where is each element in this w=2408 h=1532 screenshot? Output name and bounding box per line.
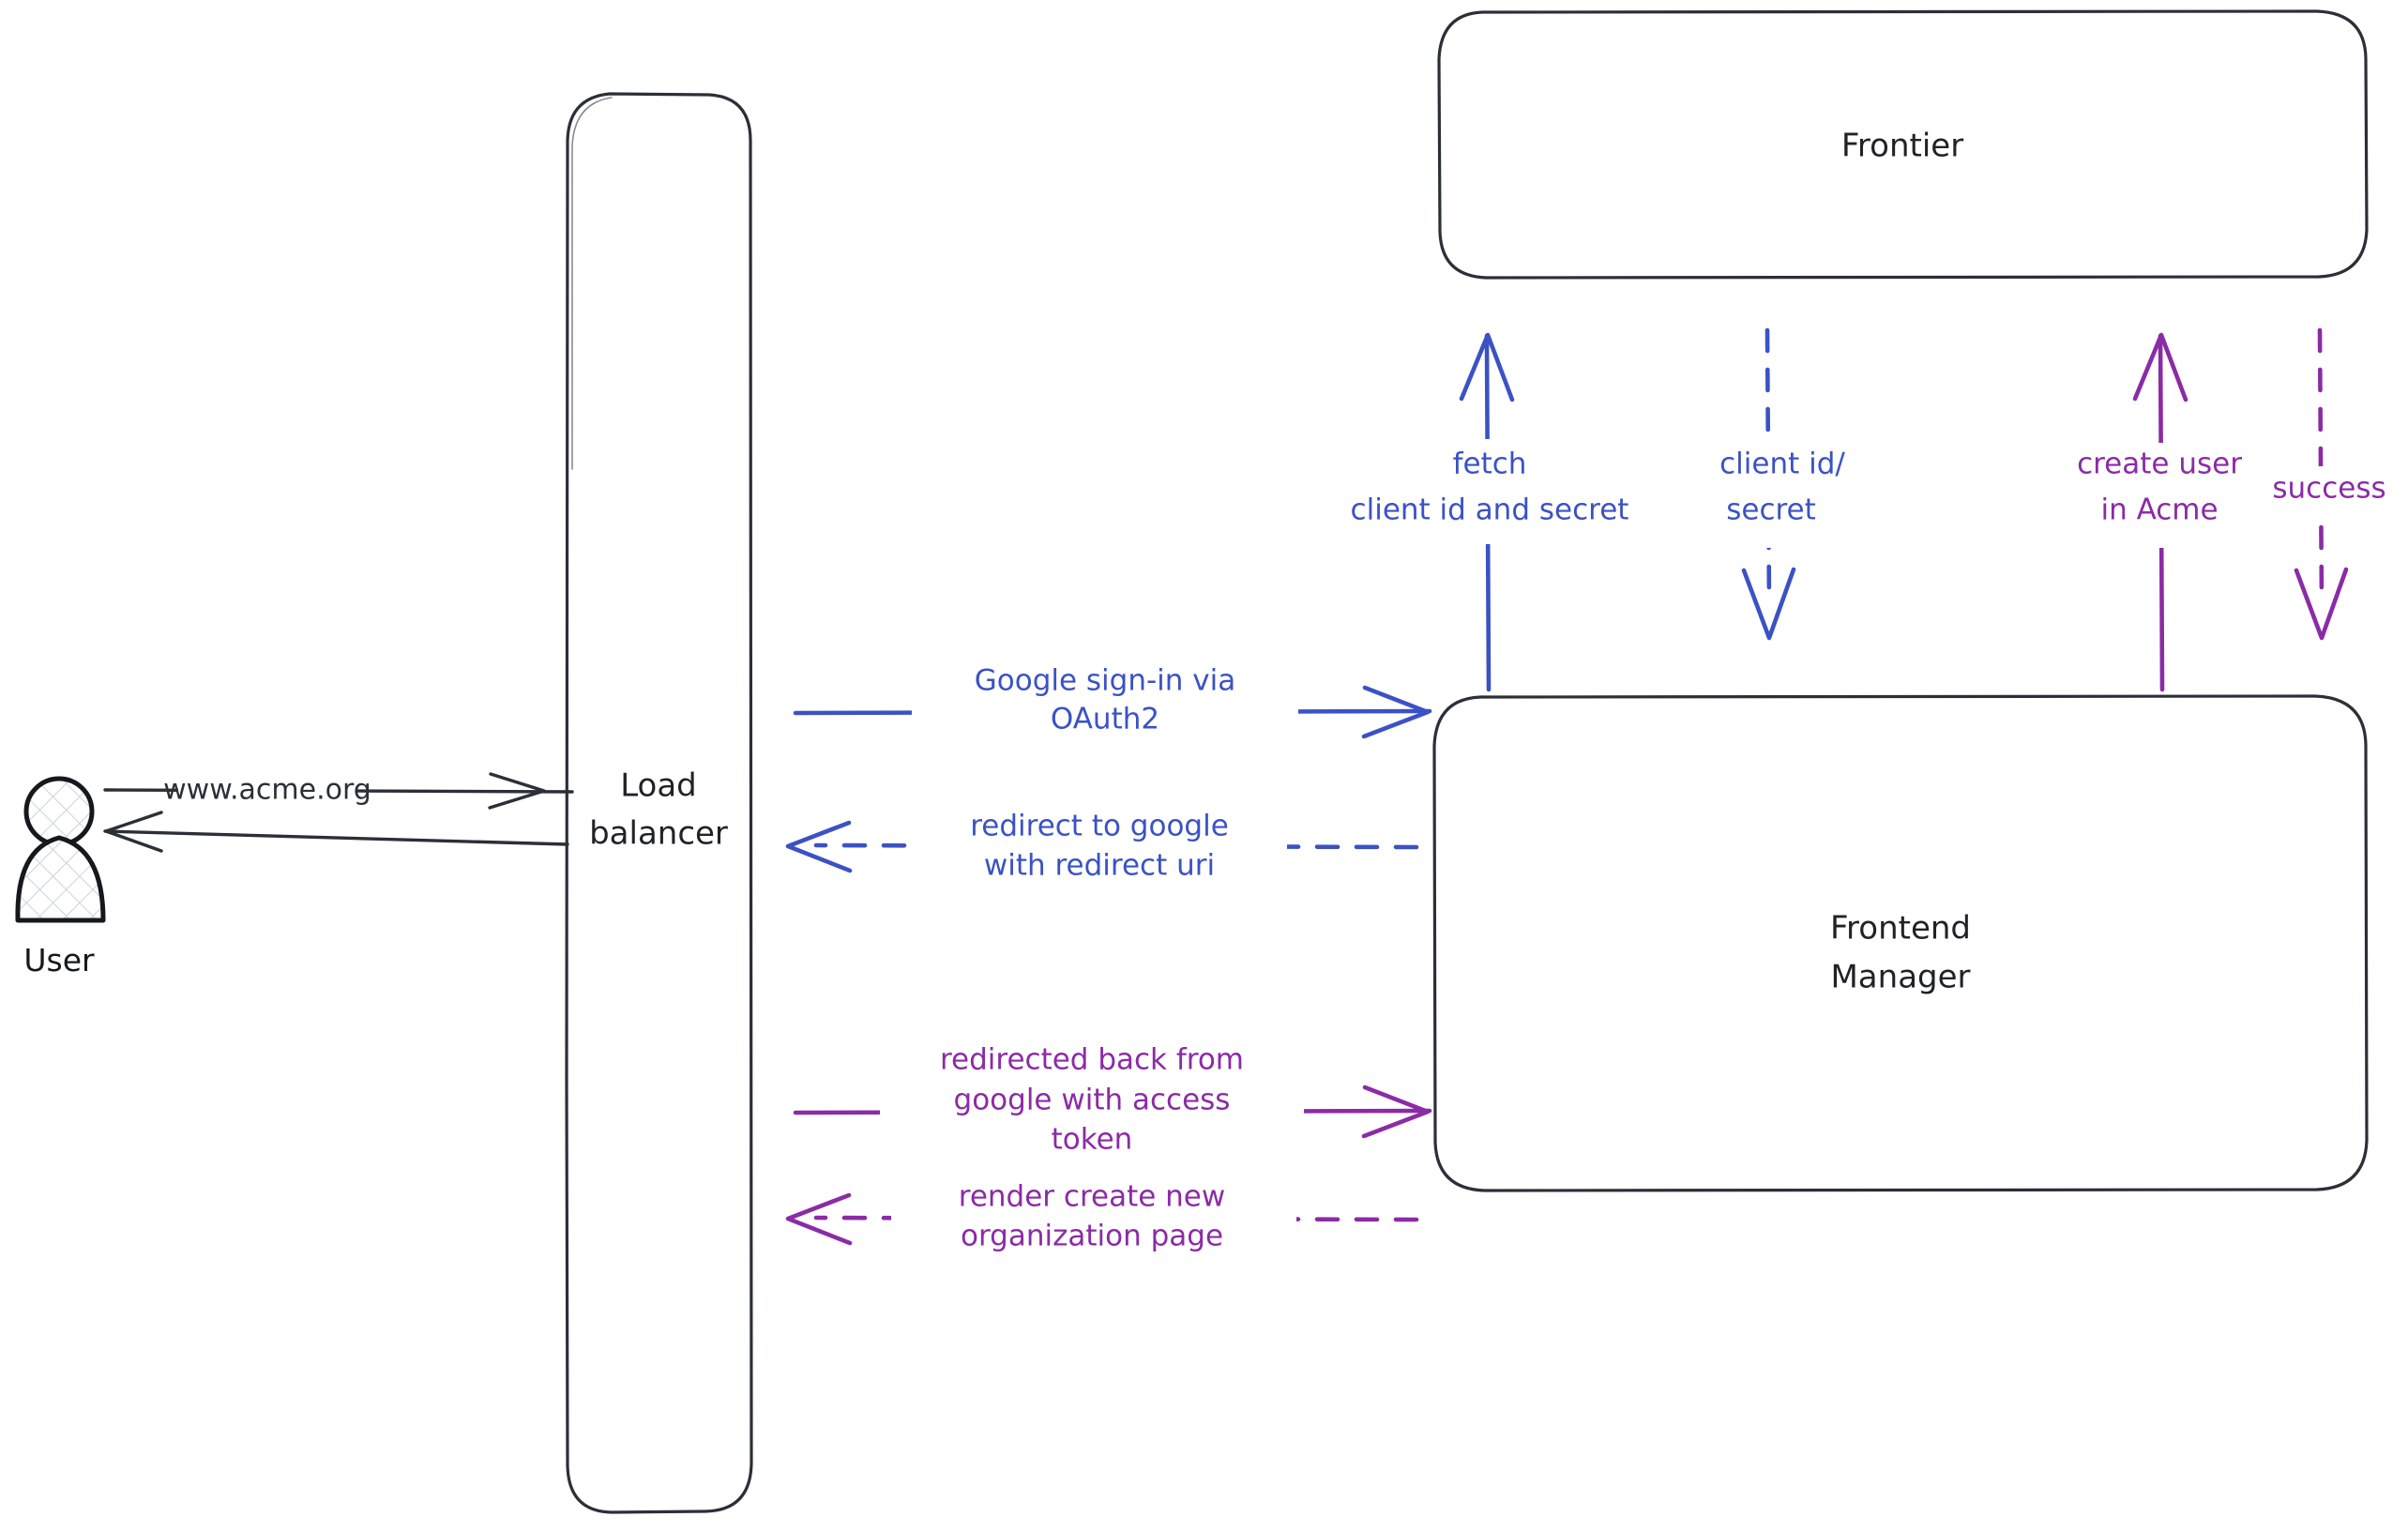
edge-google-signin-oauth2[interactable]: Google sign-in via OAuth2 [793, 659, 1432, 762]
label-backdrop [1687, 443, 1884, 548]
person-body [15, 835, 106, 923]
edge-label-line3: token [1052, 1123, 1133, 1157]
arrowhead-left-icon [104, 811, 163, 853]
edge-success[interactable]: success [2244, 327, 2408, 641]
label-backdrop [912, 803, 1287, 904]
arrowhead-right-icon [1361, 685, 1431, 739]
frontend-manager-shape [1432, 694, 2369, 1192]
person-head [23, 776, 95, 847]
frontier-shape [1437, 9, 2369, 280]
edge-label-success: success [2272, 472, 2385, 506]
arrowhead-right-icon [1361, 1085, 1431, 1139]
edge-line [103, 829, 569, 846]
edge-redirected-back-with-access-token[interactable]: redirected back from google with access … [793, 1037, 1432, 1185]
load-balancer-label-line2: balancer [589, 815, 728, 853]
edge-load-balancer-to-user[interactable] [103, 811, 569, 853]
edge-label-line1: redirect to google [970, 810, 1229, 843]
arrowhead-right-icon [488, 772, 546, 810]
edge-label-line2: google with access [954, 1084, 1231, 1117]
edge-label-line1: Google sign-in via [975, 664, 1236, 698]
edge-label-line1: render create new [959, 1180, 1225, 1214]
arrowhead-up-icon [2132, 332, 2188, 402]
load-balancer-sketch-stroke [571, 97, 613, 470]
label-backdrop [2244, 466, 2408, 517]
label-backdrop [2045, 443, 2279, 548]
node-frontend-manager[interactable]: Frontend Manager [1432, 694, 2369, 1192]
edge-fetch-client-id-and-secret[interactable]: fetch client id and secret [1296, 332, 1683, 692]
label-backdrop [880, 1037, 1304, 1185]
arrowhead-left-icon [785, 820, 853, 873]
frontier-label: Frontier [1841, 128, 1963, 165]
edge-label-line1: client id/ [1719, 447, 1845, 481]
edge-label-line1: create user [2077, 447, 2242, 481]
node-load-balancer[interactable]: Load balancer [565, 92, 753, 1514]
edge-line [813, 1215, 1419, 1222]
arrowhead-up-icon [1459, 332, 1515, 402]
edge-label-line2: client id and secret [1351, 493, 1629, 527]
edge-label-line2: OAuth2 [1051, 703, 1159, 736]
edge-label-line2: with redirect uri [984, 849, 1215, 883]
edge-client-id-secret[interactable]: client id/ secret [1687, 327, 1884, 641]
label-backdrop [1296, 439, 1683, 544]
arrowhead-down-icon [1741, 567, 1796, 641]
edge-redirect-to-google[interactable]: redirect to google with redirect uri [785, 803, 1419, 904]
frontend-manager-label-line2: Manager [1830, 959, 1970, 996]
node-frontier[interactable]: Frontier [1437, 9, 2369, 280]
label-backdrop [891, 1177, 1296, 1275]
label-backdrop [912, 659, 1298, 762]
edge-render-create-new-organization-page[interactable]: render create new organization page [785, 1177, 1419, 1275]
edge-label-line2: in Acme [2100, 493, 2218, 527]
actor-label: User [23, 942, 95, 978]
person-icon: User [15, 776, 106, 978]
edge-user-to-load-balancer[interactable]: www.acme.org [103, 771, 574, 811]
arrowhead-left-icon [785, 1192, 853, 1246]
edge-label-line2: organization page [961, 1220, 1223, 1253]
edge-label-line1: fetch [1453, 447, 1527, 481]
arrowhead-down-icon [2294, 567, 2349, 641]
edge-line [813, 842, 1419, 850]
edge-label-line1: redirected back from [940, 1043, 1244, 1077]
frontend-manager-label-line1: Frontend [1830, 910, 1971, 948]
edge-label-www-acme-org: www.acme.org [163, 774, 371, 807]
load-balancer-label-line1: Load [620, 767, 697, 805]
edge-create-user-in-acme[interactable]: create user in Acme [2045, 332, 2279, 692]
edge-label-line2: secret [1726, 493, 1816, 527]
label-backdrop [178, 771, 356, 811]
load-balancer-shape [565, 92, 753, 1514]
